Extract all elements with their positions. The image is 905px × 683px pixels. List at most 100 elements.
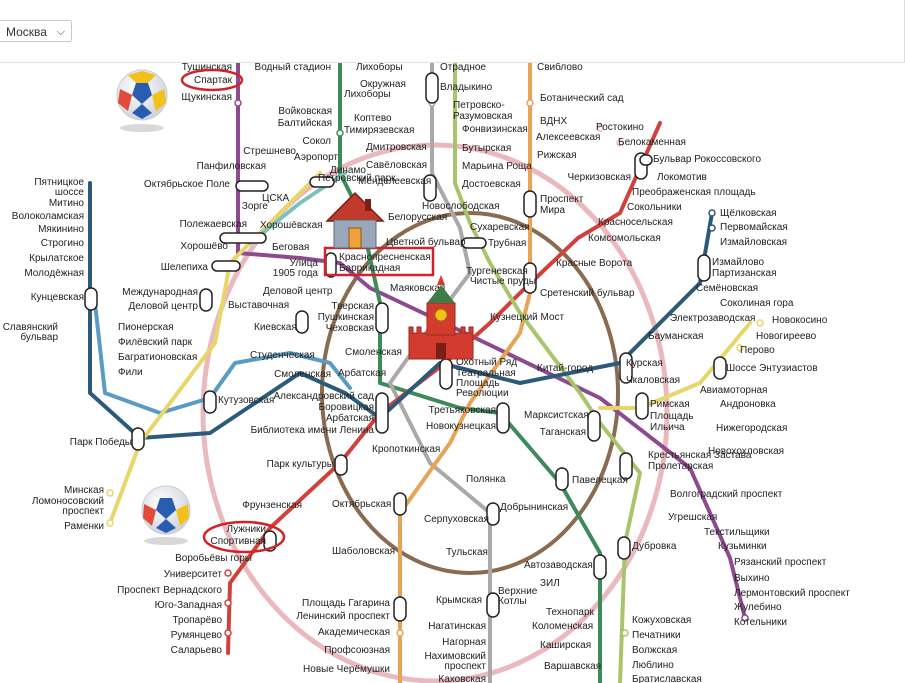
station-label[interactable]: Площадь [456, 378, 500, 389]
station-label[interactable]: Серпуховская [424, 514, 489, 525]
transfer-node[interactable] [203, 390, 217, 414]
station-label[interactable]: Трубная [488, 237, 526, 249]
station-label[interactable]: Пролетарская [648, 461, 713, 472]
station-label[interactable]: Ботанический сад [540, 93, 624, 104]
station-label[interactable]: Тропарёво [172, 615, 222, 626]
station-label[interactable]: Алексеевская [536, 132, 600, 143]
transfer-node[interactable] [635, 392, 649, 420]
station-label[interactable]: Лихоборы [344, 88, 391, 100]
station-label[interactable]: Партизанская [712, 268, 777, 279]
transfer-node[interactable] [199, 288, 213, 312]
station-label[interactable]: Бульвар Рокоссовского [653, 154, 761, 165]
station-label[interactable]: Водный стадион [255, 63, 331, 73]
station-label[interactable]: Варшавская [544, 661, 601, 672]
station-label[interactable]: Текстильщики [704, 527, 770, 538]
station-label[interactable]: Ленинский проспект [296, 611, 390, 622]
station-label[interactable]: Марьина Роща [462, 161, 532, 172]
station-label[interactable]: Ростокино [596, 122, 644, 133]
station-label[interactable]: Белокаменная [618, 137, 686, 148]
station-label[interactable]: Окружная [360, 79, 406, 90]
station-label[interactable]: Полянка [466, 474, 506, 485]
station-label[interactable]: Котлы [498, 596, 527, 607]
station-label[interactable]: Митино [49, 198, 85, 209]
transfer-node[interactable] [697, 254, 711, 282]
station-dot[interactable] [106, 489, 114, 497]
station-dot[interactable] [224, 569, 232, 577]
station-label[interactable]: Семёновская [696, 283, 758, 294]
station-label-spartak[interactable]: Спартак [194, 75, 233, 86]
station-label[interactable]: Верхние [498, 586, 538, 597]
station-label[interactable]: Войковская [278, 106, 332, 117]
station-label[interactable]: Тимирязевская [344, 125, 414, 136]
station-label[interactable]: Кожуховская [632, 615, 691, 626]
station-label[interactable]: Кузьминки [718, 541, 767, 552]
station-label[interactable]: Юго-Западная [155, 600, 222, 611]
station-label[interactable]: Пушкинская [318, 312, 374, 323]
station-label[interactable]: Сретенский бульвар [540, 287, 635, 299]
transfer-node[interactable] [486, 502, 500, 526]
station-label[interactable]: Угрешская [668, 512, 717, 523]
station-label[interactable]: Автозаводская [524, 560, 593, 571]
station-label[interactable]: 1905 года [273, 268, 319, 279]
station-label[interactable]: Котельники [734, 617, 787, 628]
station-label[interactable]: Братиславская [632, 674, 702, 683]
station-label[interactable]: Крымская [436, 595, 482, 606]
transfer-node[interactable] [486, 592, 500, 618]
transfer-node[interactable] [639, 154, 653, 166]
station-label[interactable]: Авиамоторная [700, 385, 767, 396]
station-label[interactable]: Тульская [446, 547, 488, 558]
station-label[interactable]: Перово [740, 345, 775, 356]
station-label[interactable]: Отрадное [440, 63, 486, 73]
station-label[interactable]: Разумовская [453, 111, 512, 122]
station-label[interactable]: Люблино [632, 659, 674, 671]
station-label[interactable]: Воробьёвы горы [175, 552, 252, 564]
station-label[interactable]: Шелепиха [161, 262, 209, 273]
station-label[interactable]: Савёловская [366, 160, 427, 171]
station-label[interactable]: Парк Победы [70, 436, 132, 448]
station-label[interactable]: Технопарк [546, 607, 595, 618]
station-label[interactable]: Павелецкая [572, 475, 628, 486]
station-label[interactable]: Бутырская [462, 143, 511, 154]
transfer-node[interactable] [375, 392, 389, 434]
station-label[interactable]: Мира [540, 205, 565, 216]
station-label[interactable]: Первомайская [720, 222, 788, 233]
transfer-node[interactable] [439, 358, 453, 390]
station-label[interactable]: ЦСКА [262, 193, 289, 204]
transfer-node[interactable] [555, 467, 569, 491]
station-label[interactable]: Аэропорт [294, 152, 338, 163]
station-label[interactable]: Чеховская [326, 323, 374, 334]
station-label[interactable]: Черкизовская [567, 172, 631, 183]
station-label[interactable]: Измайлово [712, 257, 765, 268]
station-label[interactable]: Курская [626, 358, 663, 369]
station-dot[interactable] [596, 124, 604, 132]
station-label[interactable]: Кропоткинская [372, 444, 440, 455]
station-label[interactable]: Рижская [537, 150, 577, 161]
station-label[interactable]: Багратионовская [118, 352, 197, 363]
station-label[interactable]: Смоленская [274, 369, 331, 380]
station-label[interactable]: Пионерская [118, 322, 174, 333]
station-label[interactable]: Библиотека имени Ленина [251, 424, 375, 436]
station-dot[interactable] [396, 629, 404, 637]
transfer-node[interactable] [334, 454, 348, 476]
station-label[interactable]: Печатники [632, 630, 681, 641]
station-label[interactable]: Академическая [318, 627, 390, 638]
station-label[interactable]: Щёлковская [720, 208, 777, 219]
station-label[interactable]: Измайловская [720, 237, 787, 248]
station-label[interactable]: Рязанский проспект [734, 557, 827, 568]
station-label[interactable]: Студенческая [250, 350, 315, 361]
station-label[interactable]: Марксистская [524, 410, 589, 421]
station-label[interactable]: Панфиловская [197, 160, 266, 172]
station-label[interactable]: Новокосино [772, 315, 828, 326]
station-label[interactable]: Крестьянская Застава [648, 450, 752, 461]
station-label[interactable]: Саларьево [171, 645, 223, 656]
station-label[interactable]: Полежаевская [180, 219, 247, 230]
station-label[interactable]: Волгоградский проспект [670, 489, 783, 500]
station-label[interactable]: Деловой центр [263, 286, 333, 297]
station-label[interactable]: Ломоносовский [32, 496, 104, 507]
transfer-node[interactable] [619, 352, 633, 384]
station-label[interactable]: Киевская [254, 322, 297, 333]
station-dot[interactable] [224, 629, 232, 637]
transfer-node[interactable] [587, 410, 601, 442]
station-label[interactable]: Новые Черёмушки [303, 664, 390, 675]
station-label[interactable]: Нагорная [442, 637, 486, 648]
